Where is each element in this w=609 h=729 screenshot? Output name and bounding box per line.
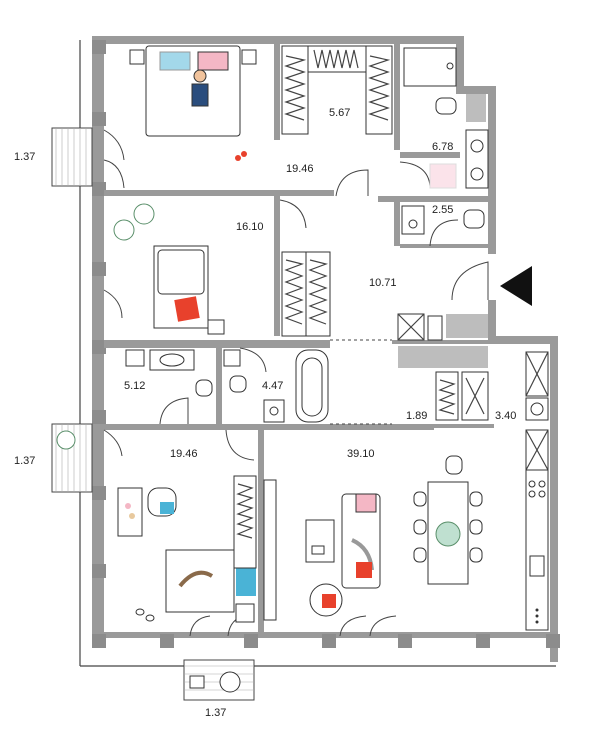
room-label-wc-small: 2.55 xyxy=(432,204,454,216)
balcony-top-left xyxy=(51,127,93,187)
balcony-label-bottom: 1.37 xyxy=(205,707,227,719)
storage-fixtures xyxy=(435,351,549,421)
balcony-middle-left xyxy=(51,423,93,493)
interior-walls xyxy=(104,40,494,634)
balcony-label-top-left: 1.37 xyxy=(14,151,36,163)
bathroom-middle-fixtures xyxy=(125,349,213,397)
bed-middle xyxy=(113,203,225,335)
room-label-bathroom-top: 6.78 xyxy=(432,141,454,153)
door-arcs xyxy=(103,129,489,637)
entrance-arrow-icon xyxy=(500,266,532,306)
kitchen-counter xyxy=(525,429,549,631)
utility-block xyxy=(397,313,488,368)
hall-wardrobe xyxy=(281,251,331,337)
bed-top xyxy=(129,45,257,161)
room-label-bedroom-top: 19.46 xyxy=(286,163,314,175)
balcony-bottom xyxy=(183,659,255,701)
room-label-living-kitchen: 39.10 xyxy=(347,448,375,460)
balcony-label-middle-left: 1.37 xyxy=(14,455,36,467)
room-label-storage-small: 1.89 xyxy=(406,410,428,422)
laundry-fixtures xyxy=(223,349,329,423)
room-label-laundry: 4.47 xyxy=(262,380,284,392)
room-label-wardrobe-top: 5.67 xyxy=(329,107,351,119)
room-label-hall: 10.71 xyxy=(369,277,397,289)
bedroom-bottom-furniture xyxy=(117,475,277,623)
room-label-pantry: 3.40 xyxy=(495,410,517,422)
room-label-bathroom-middle: 5.12 xyxy=(124,380,146,392)
living-furniture xyxy=(305,455,483,617)
window-columns xyxy=(92,40,560,648)
room-label-bedroom-bottom: 19.46 xyxy=(170,448,198,460)
room-label-bedroom-middle: 16.10 xyxy=(236,221,264,233)
bathroom-top-fixtures xyxy=(403,47,489,189)
wardrobe-top xyxy=(281,45,393,135)
wc-small-fixtures xyxy=(401,205,485,235)
